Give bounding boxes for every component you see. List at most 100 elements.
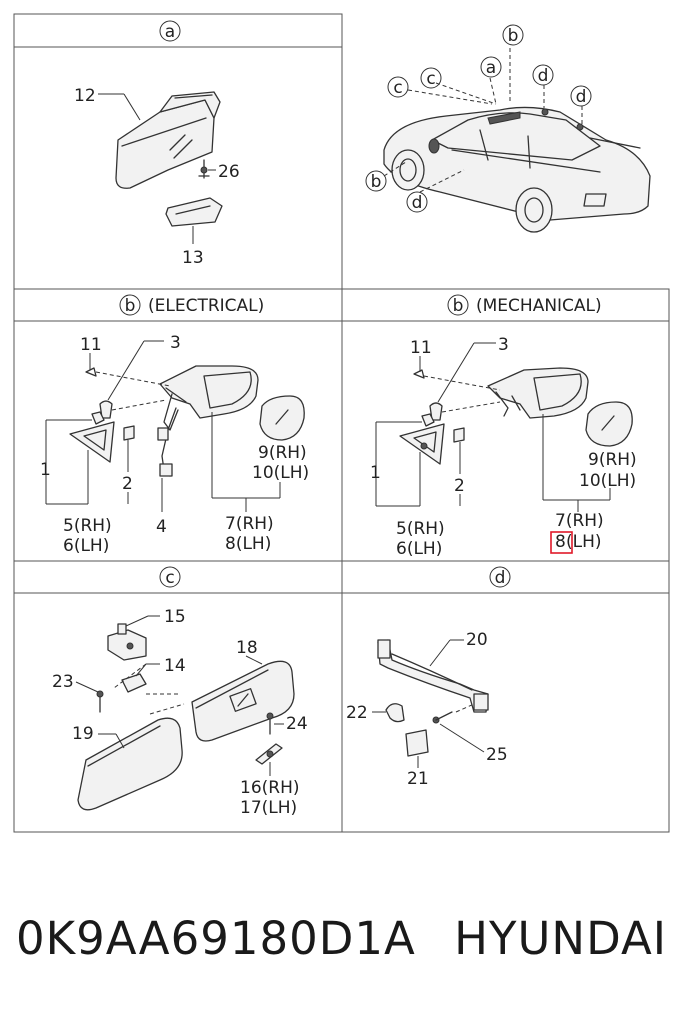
callout-17lh: 17(LH) bbox=[240, 798, 297, 818]
overview-marker-d-bottom: d bbox=[406, 191, 428, 213]
electric-mirror-drawing bbox=[159, 365, 259, 431]
callout-7rh-mech: 7(RH) bbox=[555, 511, 604, 531]
svg-text:c: c bbox=[393, 78, 402, 98]
svg-text:d: d bbox=[538, 66, 549, 86]
section-marker-d: d bbox=[495, 568, 506, 588]
section-c: c bbox=[52, 566, 308, 818]
callout-5rh-mech: 5(RH) bbox=[396, 519, 445, 539]
svg-text:b: b bbox=[371, 172, 382, 192]
callout-3-mech: 3 bbox=[498, 335, 509, 355]
section-b-electrical-header: b (ELECTRICAL) bbox=[119, 294, 264, 316]
overview-marker-a: a bbox=[480, 56, 502, 78]
svg-text:d: d bbox=[576, 87, 587, 107]
callout-11: 11 bbox=[80, 335, 102, 355]
section-b-electrical: b (ELECTRICAL) bbox=[40, 294, 309, 556]
screw-26-drawing bbox=[198, 159, 210, 179]
triangle-cover-5-drawing bbox=[69, 421, 115, 463]
section-marker-b-electrical: b bbox=[125, 296, 136, 316]
callout-1-mech: 1 bbox=[370, 463, 381, 483]
callout-11-mech: 11 bbox=[410, 338, 432, 358]
callout-6lh: 6(LH) bbox=[63, 536, 109, 556]
svg-text:d: d bbox=[412, 193, 423, 213]
callout-8-mech-highlighted: 8 bbox=[555, 532, 566, 552]
diagram-grid bbox=[13, 13, 670, 833]
callout-2-mech: 2 bbox=[454, 476, 465, 496]
section-title-mechanical: (MECHANICAL) bbox=[476, 296, 602, 316]
callout-12: 12 bbox=[74, 86, 96, 106]
section-b-mechanical-header: b (MECHANICAL) bbox=[447, 294, 602, 316]
callout-22: 22 bbox=[346, 703, 368, 723]
section-title-electrical: (ELECTRICAL) bbox=[148, 296, 264, 316]
callout-24: 24 bbox=[286, 714, 308, 734]
inside-mirror-drawing bbox=[115, 91, 221, 189]
callout-10lh: 10(LH) bbox=[252, 463, 309, 483]
mirror-glass-9-mech-drawing bbox=[585, 401, 633, 447]
section-a: a 12 26 13 bbox=[74, 20, 240, 268]
overview-marker-d-mid: d bbox=[532, 64, 554, 86]
svg-text:c: c bbox=[426, 69, 435, 89]
callout-9rh: 9(RH) bbox=[258, 443, 307, 463]
callout-15: 15 bbox=[164, 607, 186, 627]
callout-20: 20 bbox=[466, 630, 488, 650]
callout-25: 25 bbox=[486, 745, 508, 765]
screw-23-drawing bbox=[96, 690, 104, 713]
section-d-header: d bbox=[489, 566, 511, 588]
section-a-header: a bbox=[159, 20, 181, 42]
callout-18: 18 bbox=[236, 638, 258, 658]
section-marker-a: a bbox=[165, 22, 175, 42]
mirror-cover-13-drawing bbox=[165, 197, 223, 227]
cap-22-drawing bbox=[385, 703, 405, 723]
visor-holder-14-drawing bbox=[121, 673, 147, 693]
visor-clip-16-drawing bbox=[255, 743, 283, 765]
overview-marker-d-right: d bbox=[570, 85, 592, 107]
section-marker-b-mechanical: b bbox=[453, 296, 464, 316]
section-c-header: c bbox=[159, 566, 181, 588]
section-b-mechanical: b (MECHANICAL) bbox=[370, 294, 637, 559]
section-d: d 20 22 25 21 bbox=[346, 566, 511, 789]
callout-4: 4 bbox=[156, 517, 167, 537]
part-number: 0K9AA69180D1A bbox=[16, 912, 416, 965]
callout-1: 1 bbox=[40, 460, 51, 480]
overview-marker-c-left: c bbox=[387, 76, 409, 98]
callout-2: 2 bbox=[122, 474, 133, 494]
highlight-box-8 bbox=[550, 531, 573, 554]
screw-24-drawing bbox=[266, 712, 274, 735]
callout-6lh-mech: 6(LH) bbox=[396, 539, 442, 559]
svg-text:a: a bbox=[486, 58, 496, 78]
overview-marker-b-left: b bbox=[365, 170, 387, 192]
callout-21: 21 bbox=[407, 769, 429, 789]
parts-diagram: a 12 26 13 bbox=[13, 13, 670, 833]
visor-bracket-15-drawing bbox=[107, 623, 147, 661]
callout-3: 3 bbox=[170, 333, 181, 353]
triangle-cover-5-mech-drawing bbox=[399, 423, 445, 465]
callout-9rh-mech: 9(RH) bbox=[588, 450, 637, 470]
section-marker-c: c bbox=[165, 568, 174, 588]
manufacturer-name: HYUNDAI bbox=[454, 912, 667, 965]
harness-4-drawing bbox=[157, 407, 177, 477]
overview-marker-c-right: c bbox=[420, 67, 442, 89]
callout-23: 23 bbox=[52, 672, 74, 692]
sun-visor-18-drawing bbox=[191, 660, 295, 742]
callout-16rh: 16(RH) bbox=[240, 778, 300, 798]
clips-mech-drawing bbox=[413, 369, 465, 443]
callout-8lh: 8(LH) bbox=[225, 534, 271, 554]
section-car-overview: b a c c d d b d bbox=[365, 24, 651, 233]
callout-13: 13 bbox=[182, 248, 204, 268]
mirror-glass-9-drawing bbox=[259, 395, 305, 441]
callout-14: 14 bbox=[164, 656, 186, 676]
cover-21-drawing bbox=[405, 729, 429, 757]
callout-19: 19 bbox=[72, 724, 94, 744]
callout-7rh: 7(RH) bbox=[225, 514, 274, 534]
callout-10lh-mech: 10(LH) bbox=[579, 471, 636, 491]
callout-8-mech-side: (LH) bbox=[566, 532, 602, 552]
assist-grip-20-drawing bbox=[377, 639, 489, 713]
overview-marker-b-top: b bbox=[502, 24, 524, 46]
svg-text:b: b bbox=[508, 26, 519, 46]
screw-25-drawing bbox=[432, 711, 453, 724]
callout-5rh: 5(RH) bbox=[63, 516, 112, 536]
clips-drawing bbox=[85, 367, 135, 441]
car-drawing bbox=[383, 106, 651, 233]
sun-visor-19-drawing bbox=[77, 717, 183, 811]
callout-26: 26 bbox=[218, 162, 240, 182]
manual-mirror-drawing bbox=[487, 367, 589, 419]
